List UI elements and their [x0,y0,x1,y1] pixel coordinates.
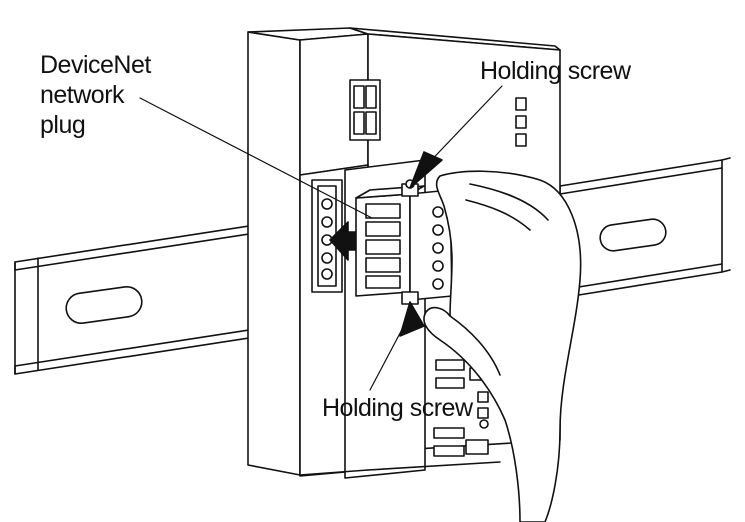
hand [424,171,581,522]
devicenet-plug [356,180,452,304]
pointer-screw-top [410,152,442,188]
din-rail-left [15,220,270,374]
holding-screw-bottom-callout: Holding screw [322,394,473,422]
pointer-screw-bottom [400,302,424,336]
plug-callout: DeviceNet network plug [40,50,151,140]
rail-slot-right [599,218,668,253]
status-indicators [516,98,526,146]
leader-screw-top [422,86,502,170]
dip-switch-panel [350,80,380,140]
leader-plug [140,98,372,218]
rail-slot-left [64,285,143,325]
plug-callout-line-2: network [40,81,125,109]
din-rail-right [560,158,730,298]
holding-screw-top-callout: Holding screw [480,57,631,85]
plug-callout-line-1: DeviceNet [40,51,151,79]
plug-callout-line-3: plug [40,111,86,139]
